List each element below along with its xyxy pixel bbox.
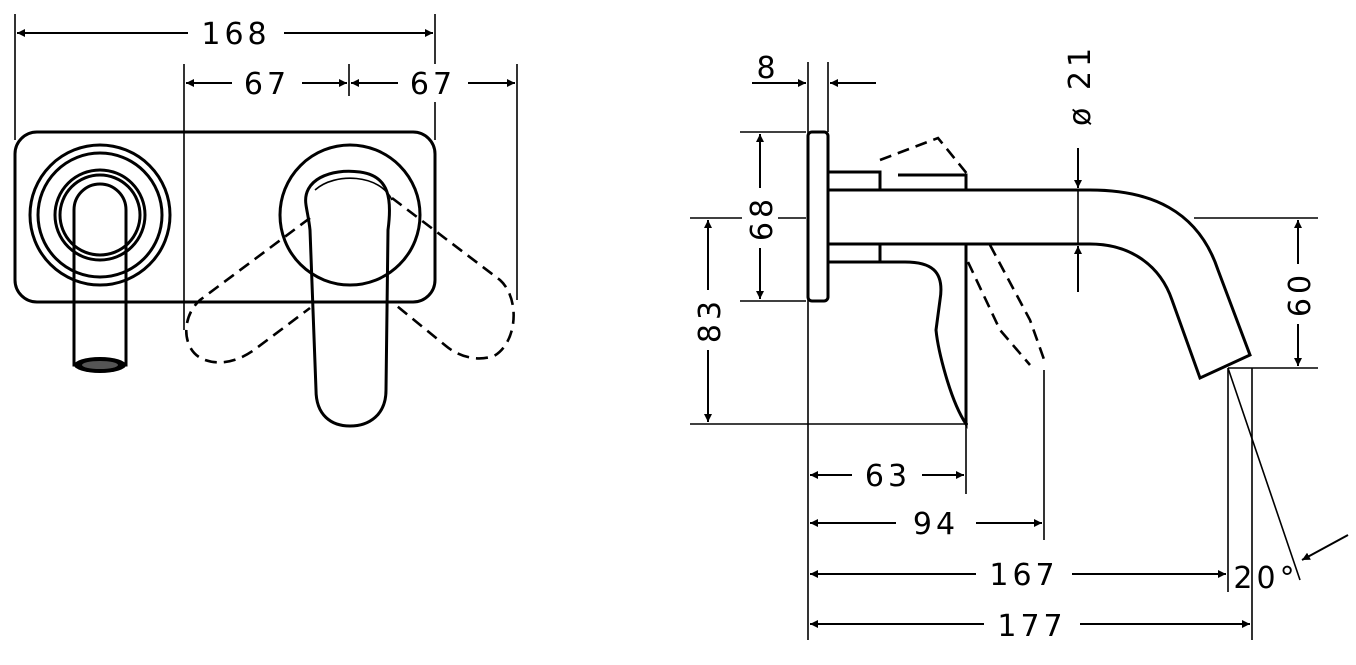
spout-angle-label: 20° [1233,561,1298,596]
dim-spout-drop: 60 [1280,220,1318,366]
dim-lever-height: 83 [690,220,728,422]
front-spacing-left-label: 67 [244,67,290,102]
dim-spout-angle: 20° [1233,534,1349,596]
dim-front-width: 168 [17,14,433,52]
lever-front [278,143,422,428]
dim-front-spacing-left: 67 [186,64,347,102]
dim-plate-thickness: 8 [752,51,876,87]
dim-front-spacing-right: 67 [351,64,515,102]
lever-depth-label: 63 [865,459,911,494]
lever-height-label: 83 [693,297,728,343]
dim-lever-depth: 63 [810,456,964,494]
spout-reach-label: 167 [989,558,1058,593]
front-spacing-right-label: 67 [410,67,456,102]
wall-plate [13,130,437,304]
wall-plate-side [806,130,830,303]
lever-alternate-positions [185,196,515,364]
spout-drop-label: 60 [1283,271,1318,317]
dim-pipe-diameter: ø 21 [1063,44,1098,292]
front-view: 168 67 67 [13,14,518,428]
pipe-diameter-label: ø 21 [1063,44,1098,126]
spout-reach-max-label: 177 [997,609,1066,644]
front-width-label: 168 [201,17,270,52]
dim-plate-height: 68 [742,134,780,299]
dim-spout-reach-max: 177 [810,605,1250,644]
dim-lever-open-depth: 94 [810,504,1042,542]
plate-height-label: 68 [745,195,780,241]
plate-thickness-label: 8 [756,51,779,86]
lever-side [880,244,968,429]
spout-side [828,188,1252,381]
spout-front [28,143,172,373]
side-view: 8 ø 21 68 83 60 [690,44,1349,644]
dim-spout-reach: 167 [810,555,1226,593]
lever-open-depth-label: 94 [913,507,959,542]
